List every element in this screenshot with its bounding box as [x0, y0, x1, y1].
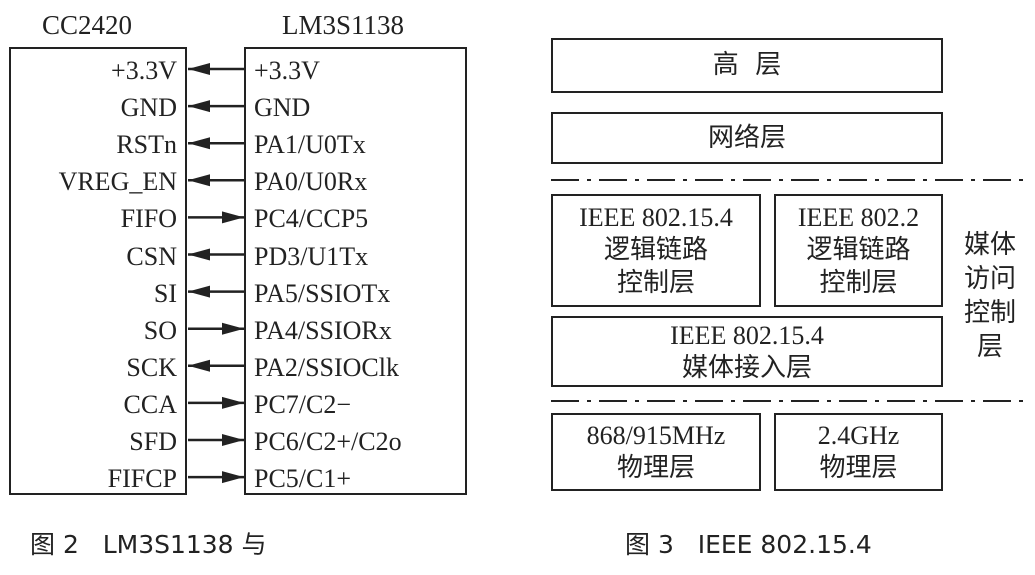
arrow-to-cc2420 — [188, 359, 244, 372]
side-char: 媒 — [963, 230, 990, 260]
cc2420-pin: +3.3V — [111, 56, 177, 85]
cc2420-pin: CSN — [126, 241, 177, 271]
cc2420-pin: SCK — [126, 352, 177, 382]
cc2420-pin: FIFO — [120, 204, 177, 234]
lm3s1138-pin: PC6/C2+/C2o — [254, 427, 402, 456]
llc-154-line1: IEEE 802.15.4 — [579, 203, 733, 232]
network-layer-label: 网络层 — [707, 122, 786, 153]
llc-8022-line3: 控制层 — [819, 268, 898, 298]
lm3s1138-pin: PC4/CCP5 — [254, 204, 369, 234]
arrow-to-cc2420 — [188, 285, 244, 298]
phy-24-line2: 物理层 — [819, 453, 898, 483]
arrow-to-cc2420 — [188, 63, 244, 75]
cc2420-pin: SO — [143, 315, 177, 345]
lm3s1138-pin: PC7/C2− — [254, 389, 352, 419]
lm3s1138-pin: PA0/U0Rx — [254, 167, 368, 197]
llc-802-2-layer: IEEE 802.2 逻辑链路 控制层 — [774, 194, 943, 307]
mac-layer: IEEE 802.15.4 媒体接入层 — [551, 316, 943, 387]
lm3s1138-pin: GND — [254, 93, 311, 123]
upper-layer-label: 高 层 — [712, 50, 782, 80]
lm3s1138-title: LM3S1138 — [282, 10, 405, 40]
cc2420-pin: RSTn — [116, 130, 177, 160]
arrow-to-lm3s1138 — [188, 322, 244, 335]
lm3s1138-pin: PA1/U0Tx — [254, 130, 366, 160]
llc-154-line2: 逻辑链路 — [603, 235, 708, 265]
phy-868-layer: 868/915MHz 物理层 — [551, 413, 761, 491]
lm3s1138-pin: PD3/U1Tx — [254, 241, 369, 271]
phy-24-layer: 2.4GHz 物理层 — [774, 413, 943, 491]
side-char: 层 — [976, 332, 1003, 362]
lm3s1138-pin: PA4/SSIORx — [254, 315, 392, 345]
phy-868-line2: 物理层 — [616, 453, 695, 483]
arrow-to-lm3s1138 — [188, 434, 244, 446]
lm3s1138-pin: +3.3V — [254, 56, 320, 85]
layer-dividers — [551, 179, 1031, 402]
cc2420-title: CC2420 — [42, 10, 133, 40]
mac-line2: 媒体接入层 — [681, 352, 812, 383]
figure3-caption: 图 3 IEEE 802.15.4 — [625, 530, 872, 559]
side-char: 控 — [963, 298, 990, 328]
cc2420-pin: GND — [120, 93, 177, 123]
cc2420-pin: VREG_EN — [58, 167, 177, 197]
side-char: 访 — [963, 264, 990, 294]
side-char: 制 — [990, 298, 1017, 328]
arrow-to-cc2420 — [188, 100, 244, 113]
mac-side-label: 媒体 访问 控制 层 — [955, 228, 1025, 364]
lm3s1138-pin: PA5/SSIOTx — [254, 278, 391, 308]
llc-802-15-4-layer: IEEE 802.15.4 逻辑链路 控制层 — [551, 194, 761, 307]
arrow-to-lm3s1138 — [188, 211, 244, 224]
cc2420-pin: SI — [153, 278, 177, 308]
arrow-to-cc2420 — [188, 248, 244, 261]
side-char: 体 — [990, 230, 1017, 260]
lm3s1138-pin: PC5/C1+ — [254, 464, 352, 494]
network-layer: 网络层 — [551, 112, 943, 164]
arrow-to-cc2420 — [188, 174, 244, 187]
llc-154-line3: 控制层 — [616, 268, 695, 298]
llc-8022-line1: IEEE 802.2 — [797, 203, 920, 232]
llc-8022-line2: 逻辑链路 — [806, 235, 911, 265]
arrow-to-lm3s1138 — [188, 471, 244, 484]
cc2420-pin: SFD — [129, 427, 177, 456]
phy-868-line1: 868/915MHz — [586, 421, 726, 450]
figure2-caption: 图 2 LM3S1138 与 — [30, 530, 267, 559]
upper-layer: 高 层 — [551, 38, 943, 93]
phy-24-line1: 2.4GHz — [817, 421, 900, 450]
lm3s1138-pin: PA2/SSIOClk — [254, 352, 399, 382]
mac-line1: IEEE 802.15.4 — [670, 320, 824, 350]
arrow-to-lm3s1138 — [188, 396, 244, 409]
arrow-to-cc2420 — [188, 137, 244, 150]
cc2420-pin: CCA — [123, 389, 177, 419]
side-char: 问 — [990, 264, 1017, 294]
cc2420-pin: FIFCP — [107, 464, 177, 494]
connection-arrows — [188, 63, 244, 484]
